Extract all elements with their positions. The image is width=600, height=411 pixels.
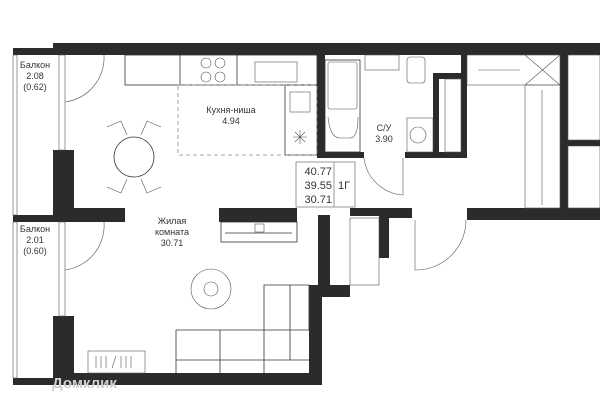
reduced-total-area: 39.55	[304, 180, 332, 192]
living-name-1: Жилая	[158, 216, 187, 226]
bathroom-fixtures	[324, 54, 462, 196]
balcony2-reduced: (0.60)	[23, 246, 47, 256]
kitchen-name: Кухня-ниша	[206, 105, 255, 115]
balcony1-area: 2.08	[26, 71, 44, 81]
kitchen-furniture	[106, 54, 318, 194]
area-summary	[295, 161, 356, 208]
walls	[13, 43, 600, 385]
living-name-2: комната	[155, 227, 189, 237]
wardrobe	[414, 54, 600, 271]
kitchen-area: 4.94	[222, 116, 240, 126]
balcony2-area: 2.01	[26, 235, 44, 245]
living-area-summary: 30.71	[304, 194, 332, 206]
balcony1-reduced: (0.62)	[23, 82, 47, 92]
total-area: 40.77	[304, 166, 332, 178]
apartment-type: 1Г	[338, 180, 350, 192]
living-furniture	[87, 217, 380, 374]
balcony1-name: Балкон	[20, 60, 50, 70]
watermark: Домклик	[52, 375, 117, 392]
bathroom-name: С/У	[377, 123, 392, 133]
bathroom-area: 3.90	[375, 134, 393, 144]
svg-text:С/У3.90: С/У3.90	[375, 123, 393, 144]
balcony2-name: Балкон	[20, 224, 50, 234]
balcony-frames	[12, 54, 105, 379]
living-area: 30.71	[161, 238, 184, 248]
